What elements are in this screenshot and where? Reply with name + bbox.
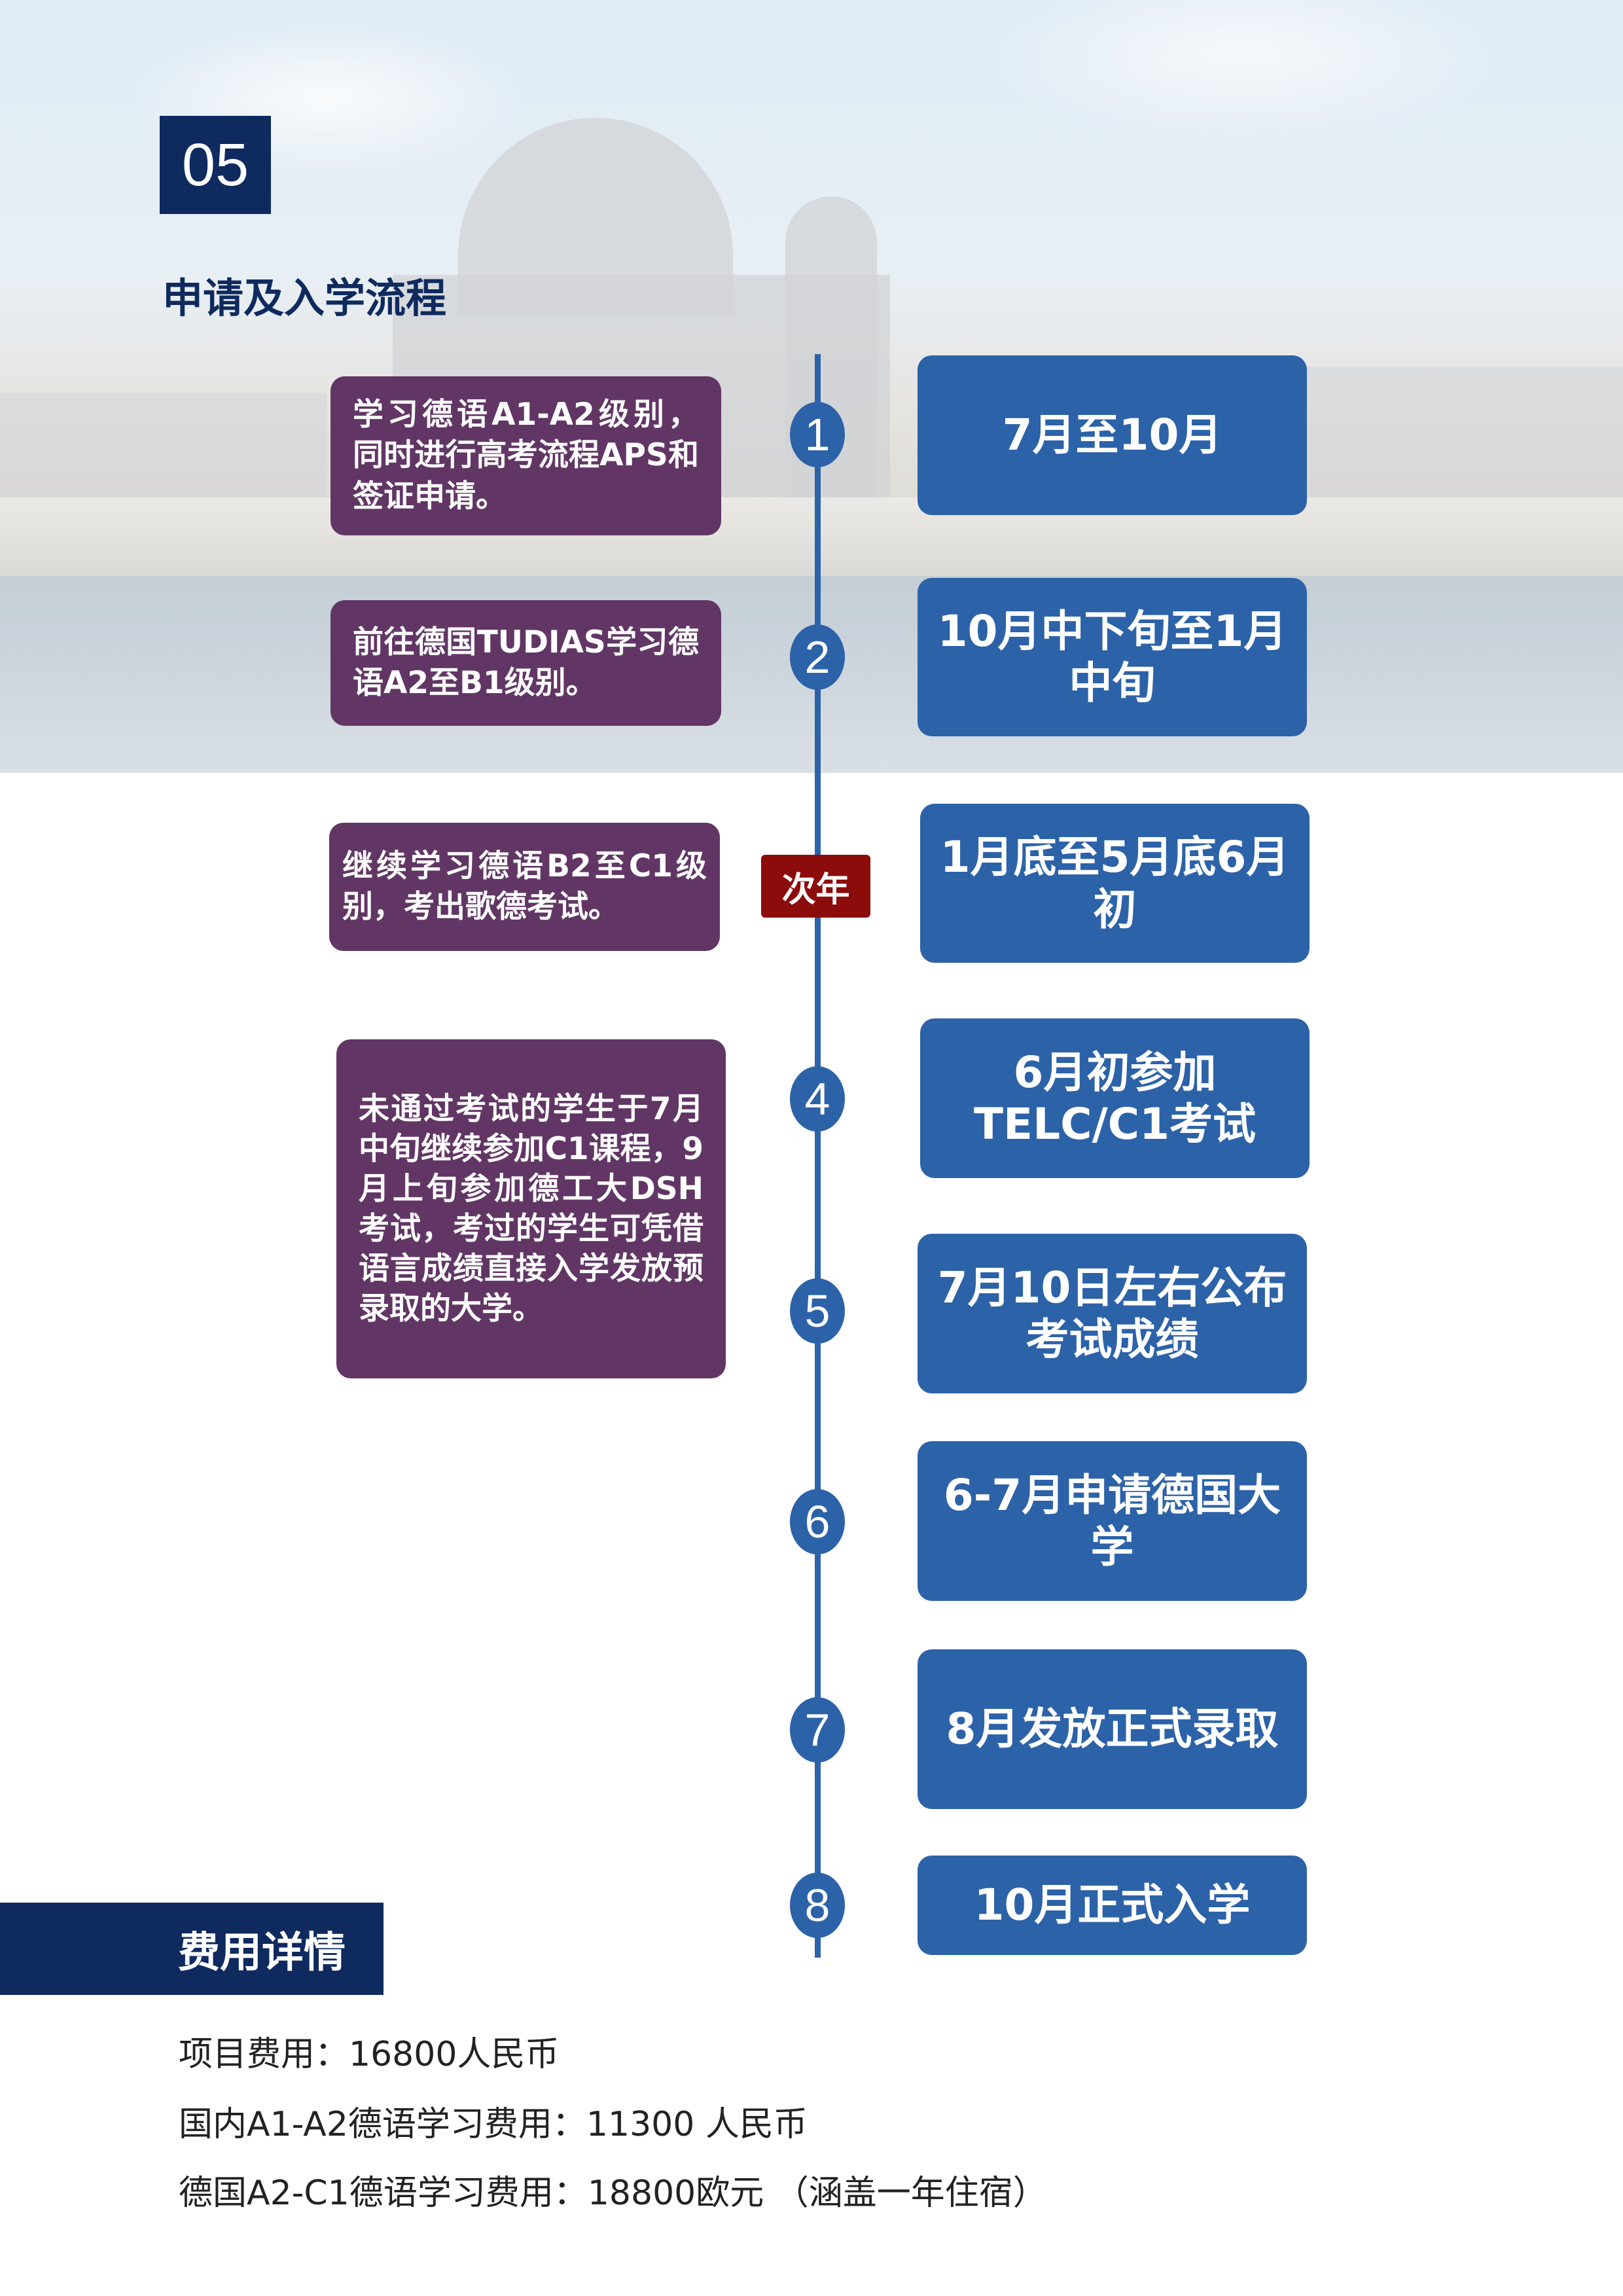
step-marker-2: 2 xyxy=(790,624,845,690)
step-description-1: 学习德语A1-A2级别，同时进行高考流程APS和签证申请。 xyxy=(330,376,721,535)
step-marker-7: 7 xyxy=(790,1697,845,1763)
next-year-badge: 次年 xyxy=(761,855,870,918)
step-date-8: 10月正式入学 xyxy=(918,1856,1307,1955)
fee-item: 项目费用：16800人民币 xyxy=(179,2035,560,2074)
section-number: 05 xyxy=(160,116,271,214)
step-marker-1: 1 xyxy=(790,402,845,467)
step-date-1: 7月至10月 xyxy=(918,355,1307,515)
step-date-3: 1月底至5月底6月初 xyxy=(920,804,1310,963)
city-background-image xyxy=(0,0,1623,773)
step-date-7: 8月发放正式录取 xyxy=(918,1649,1307,1809)
step-description-4: 未通过考试的学生于7月中旬继续参加C1课程，9月上旬参加德工大DSH考试，考过的… xyxy=(336,1039,726,1378)
step-date-2: 10月中下旬至1月中旬 xyxy=(918,578,1307,736)
fees-title: 费用详情 xyxy=(0,1903,383,1995)
step-date-4: 6月初参加TELC/C1考试 xyxy=(920,1018,1310,1178)
step-marker-6: 6 xyxy=(790,1489,845,1554)
fee-item: 国内A1-A2德语学习费用：11300 人民币 xyxy=(179,2105,808,2144)
step-date-5: 7月10日左右公布考试成绩 xyxy=(918,1234,1307,1393)
step-date-6: 6-7月申请德国大学 xyxy=(918,1441,1307,1601)
step-marker-8: 8 xyxy=(790,1873,845,1938)
timeline-line xyxy=(815,354,821,1958)
step-description-3: 继续学习德语B2至C1级别，考出歌德考试。 xyxy=(329,823,720,951)
step-marker-5: 5 xyxy=(790,1278,845,1344)
step-description-2: 前往德国TUDIAS学习德语A2至B1级别。 xyxy=(330,600,721,726)
fee-item: 德国A2-C1德语学习费用：18800欧元 （涵盖一年住宿） xyxy=(179,2174,1047,2213)
step-marker-4: 4 xyxy=(790,1066,845,1132)
section-title: 申请及入学流程 xyxy=(162,274,447,322)
